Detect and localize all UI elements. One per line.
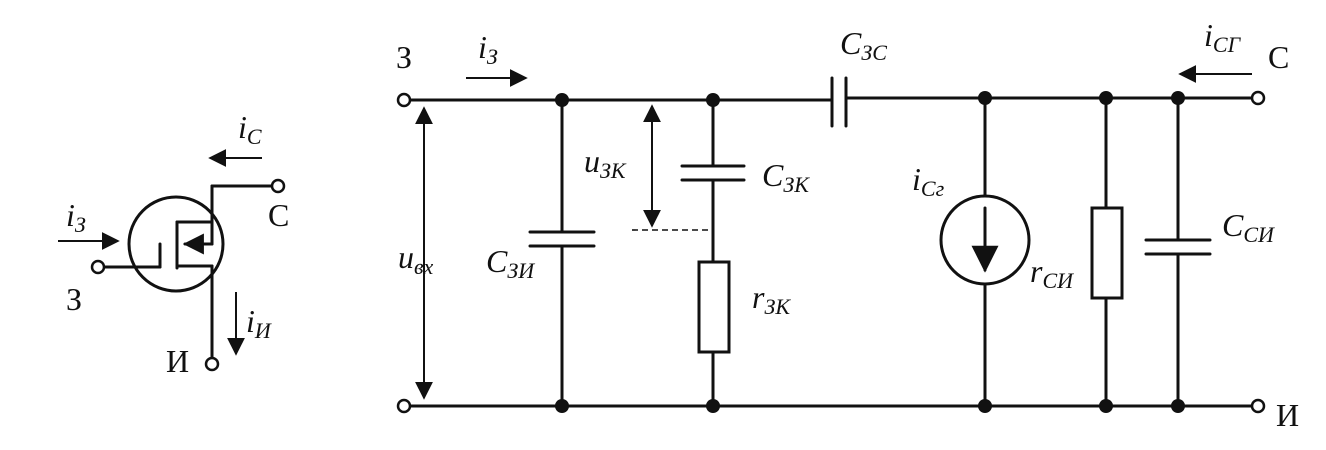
drain-output-terminal — [1250, 90, 1266, 106]
junction-node — [706, 93, 720, 107]
source-output-terminal — [1250, 398, 1266, 414]
mosfet-gate-current-label: iЗ — [66, 197, 86, 237]
junction-node — [1171, 399, 1185, 413]
junction-node — [1099, 399, 1113, 413]
c-gs-label: CЗИ — [486, 243, 535, 283]
mosfet-gate-terminal — [90, 259, 106, 275]
c-gk-label: CЗК — [762, 157, 810, 197]
junction-node — [555, 399, 569, 413]
output-current-label: iСГ — [1204, 17, 1242, 57]
mosfet-drain-terminal — [270, 178, 286, 194]
mosfet-body-circle — [127, 195, 225, 293]
gate-input-terminal — [396, 92, 412, 108]
equivalent-circuit: З iЗ uвх CЗИ uЗК CЗК rЗК CЗС iСг rСИ CСИ… — [396, 17, 1299, 433]
c-gd-label: CЗС — [840, 25, 887, 65]
mosfet-source-current-label: iИ — [246, 303, 272, 343]
r-ds-label: rСИ — [1030, 253, 1074, 293]
junction-node — [1171, 91, 1185, 105]
source-terminal-label: И — [1276, 397, 1299, 433]
mosfet-symbol: iЗ З iС С iИ И — [58, 109, 289, 379]
mosfet-source-terminal — [204, 356, 220, 372]
r-ds-resistor — [1090, 206, 1124, 300]
source-input-terminal — [396, 398, 412, 414]
current-source-label: iСг — [912, 161, 945, 201]
mosfet-gate-terminal-label: З — [66, 281, 82, 317]
junction-node — [978, 91, 992, 105]
junction-node — [555, 93, 569, 107]
drain-terminal-label: С — [1268, 39, 1289, 75]
gate-terminal-label: З — [396, 39, 412, 75]
junction-node — [1099, 91, 1113, 105]
r-gk-label: rЗК — [752, 279, 791, 319]
u-gk-label: uЗК — [584, 143, 627, 183]
r-gk-resistor — [697, 260, 731, 354]
mosfet-drain-terminal-label: С — [268, 197, 289, 233]
junction-node — [978, 399, 992, 413]
input-voltage-label: uвх — [398, 239, 434, 279]
mosfet-drain-current-label: iС — [238, 109, 262, 149]
junction-node — [706, 399, 720, 413]
mosfet-source-terminal-label: И — [166, 343, 189, 379]
c-ds-label: CСИ — [1222, 207, 1275, 247]
input-current-label: iЗ — [478, 29, 498, 69]
